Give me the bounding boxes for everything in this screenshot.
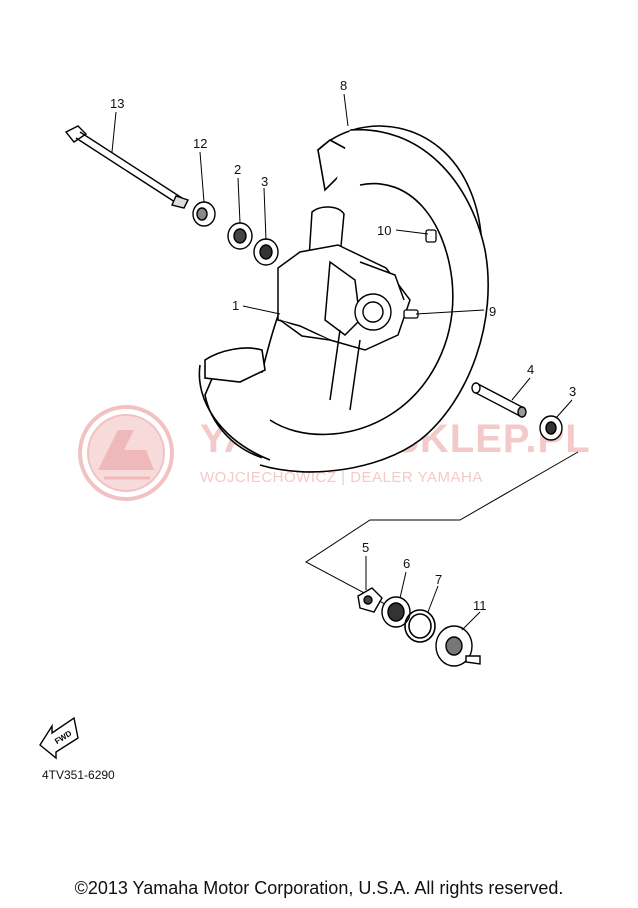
callout-12: 12 — [193, 136, 207, 151]
callout-8: 8 — [340, 78, 347, 93]
fwd-arrow-icon: FWD — [39, 716, 79, 760]
callout-11: 11 — [473, 598, 487, 613]
callout-9: 9 — [489, 304, 496, 319]
callout-3-right: 3 — [569, 384, 576, 399]
callout-numbers: 13 12 2 3 8 10 9 1 4 3 5 6 7 11 — [110, 78, 576, 613]
watermark-logo-icon — [78, 405, 174, 501]
valve-cap — [425, 229, 437, 243]
bearing-right — [539, 415, 563, 441]
subassembly-bracket — [305, 451, 579, 613]
callout-13: 13 — [110, 96, 124, 111]
leader-lines — [111, 93, 573, 631]
callout-7: 7 — [435, 572, 442, 587]
watermark-subtitle: WOJCIECHOWICZ | DEALER YAMAHA — [200, 469, 483, 486]
bearing-left — [253, 238, 279, 266]
collar — [192, 201, 216, 227]
callout-2: 2 — [234, 162, 241, 177]
oil-seal-right — [381, 596, 411, 628]
diagram-code: 4TV351-6290 — [42, 768, 115, 782]
wheel-axle — [64, 125, 189, 209]
meter-gear — [435, 625, 481, 667]
callout-5: 5 — [362, 540, 369, 555]
valve — [403, 309, 419, 319]
callout-6: 6 — [403, 556, 410, 571]
circlip — [404, 609, 436, 643]
callout-4: 4 — [527, 362, 534, 377]
hub-center — [354, 293, 392, 331]
callout-3-left: 3 — [261, 174, 268, 189]
meter-clutch — [357, 587, 383, 613]
callout-10: 10 — [377, 223, 391, 238]
callout-1: 1 — [232, 298, 239, 313]
oil-seal-left — [227, 222, 253, 250]
copyright-notice: ©2013 Yamaha Motor Corporation, U.S.A. A… — [74, 878, 564, 898]
spacer — [471, 382, 527, 418]
